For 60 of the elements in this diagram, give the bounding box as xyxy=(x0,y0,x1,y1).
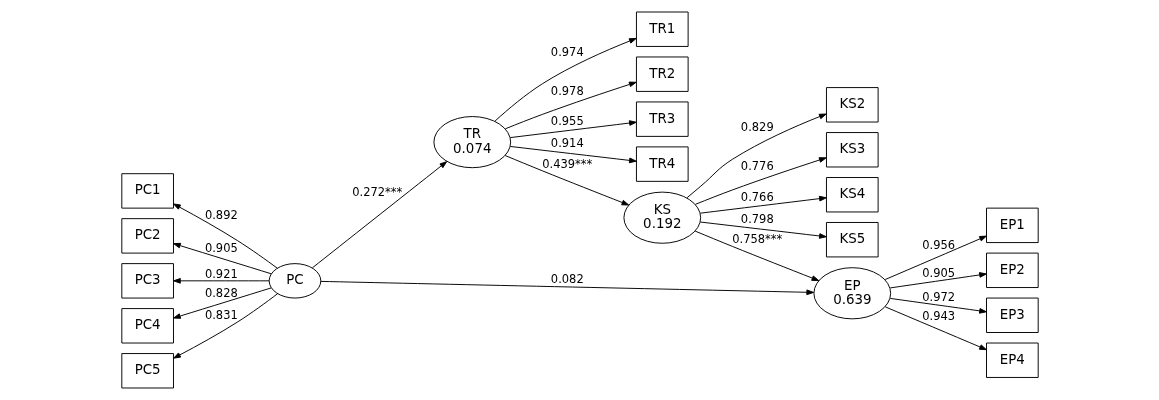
node-box: TR4 xyxy=(635,146,689,182)
node-box: EP2 xyxy=(985,252,1039,289)
node-box: TR1 xyxy=(635,11,689,47)
edge-label: 0.082 xyxy=(550,272,584,287)
node-box: KS4 xyxy=(825,177,879,213)
edge-label: 0.943 xyxy=(921,308,955,323)
arrow xyxy=(509,120,637,139)
edge-label: 0.978 xyxy=(550,83,584,98)
arrow xyxy=(889,297,987,314)
edge-label: 0.758*** xyxy=(731,232,782,247)
arrow xyxy=(889,272,987,289)
edge-label: 0.439*** xyxy=(541,156,592,171)
node-box: PC4 xyxy=(120,308,174,344)
arrow xyxy=(172,203,278,269)
node-box: EP3 xyxy=(985,297,1039,333)
edge-label: 0.829 xyxy=(740,120,774,135)
edge-label: 0.892 xyxy=(204,208,238,223)
edge-label: 0.956 xyxy=(921,237,955,252)
edge-label: 0.905 xyxy=(204,240,238,255)
node-box: PC1 xyxy=(120,173,174,209)
arrow xyxy=(311,161,447,269)
arrow xyxy=(172,293,278,359)
node-box: KS5 xyxy=(825,222,879,258)
node-box: PC2 xyxy=(120,218,174,254)
node-box: PC5 xyxy=(120,353,174,389)
arrow xyxy=(699,221,827,239)
arrow xyxy=(699,195,827,214)
arrow xyxy=(694,230,819,282)
edge-label: 0.766 xyxy=(740,190,774,205)
edge-label: 0.955 xyxy=(550,114,584,129)
arrow xyxy=(509,146,637,164)
node-box: PC3 xyxy=(120,263,174,299)
node-box: KS3 xyxy=(825,132,879,168)
node-ellipse: PC xyxy=(268,263,321,299)
node-box: EP4 xyxy=(985,342,1039,378)
node-box: KS2 xyxy=(825,87,879,123)
arrow xyxy=(884,306,987,351)
arrow xyxy=(319,280,814,296)
edge-label: 0.798 xyxy=(740,212,774,227)
arrow xyxy=(172,287,272,319)
edge-label: 0.828 xyxy=(204,285,238,300)
arrow xyxy=(686,113,827,199)
arrow xyxy=(884,235,987,280)
arrow xyxy=(504,155,629,206)
edge-label: 0.272*** xyxy=(351,185,402,200)
edge-label: 0.905 xyxy=(921,265,955,280)
edge-label: 0.831 xyxy=(204,307,238,322)
edge-label: 0.972 xyxy=(921,289,955,304)
arrow xyxy=(694,157,827,205)
node-box: EP1 xyxy=(985,207,1039,244)
node-box: TR2 xyxy=(635,56,689,92)
arrow xyxy=(172,278,270,284)
edge-label: 0.921 xyxy=(204,266,238,281)
edge-label: 0.974 xyxy=(550,44,584,59)
node-box: TR3 xyxy=(635,101,689,137)
arrow xyxy=(172,242,272,275)
arrow xyxy=(494,37,637,122)
edge-label: 0.776 xyxy=(740,159,774,174)
arrow xyxy=(504,81,637,130)
edge-label: 0.914 xyxy=(550,136,584,151)
